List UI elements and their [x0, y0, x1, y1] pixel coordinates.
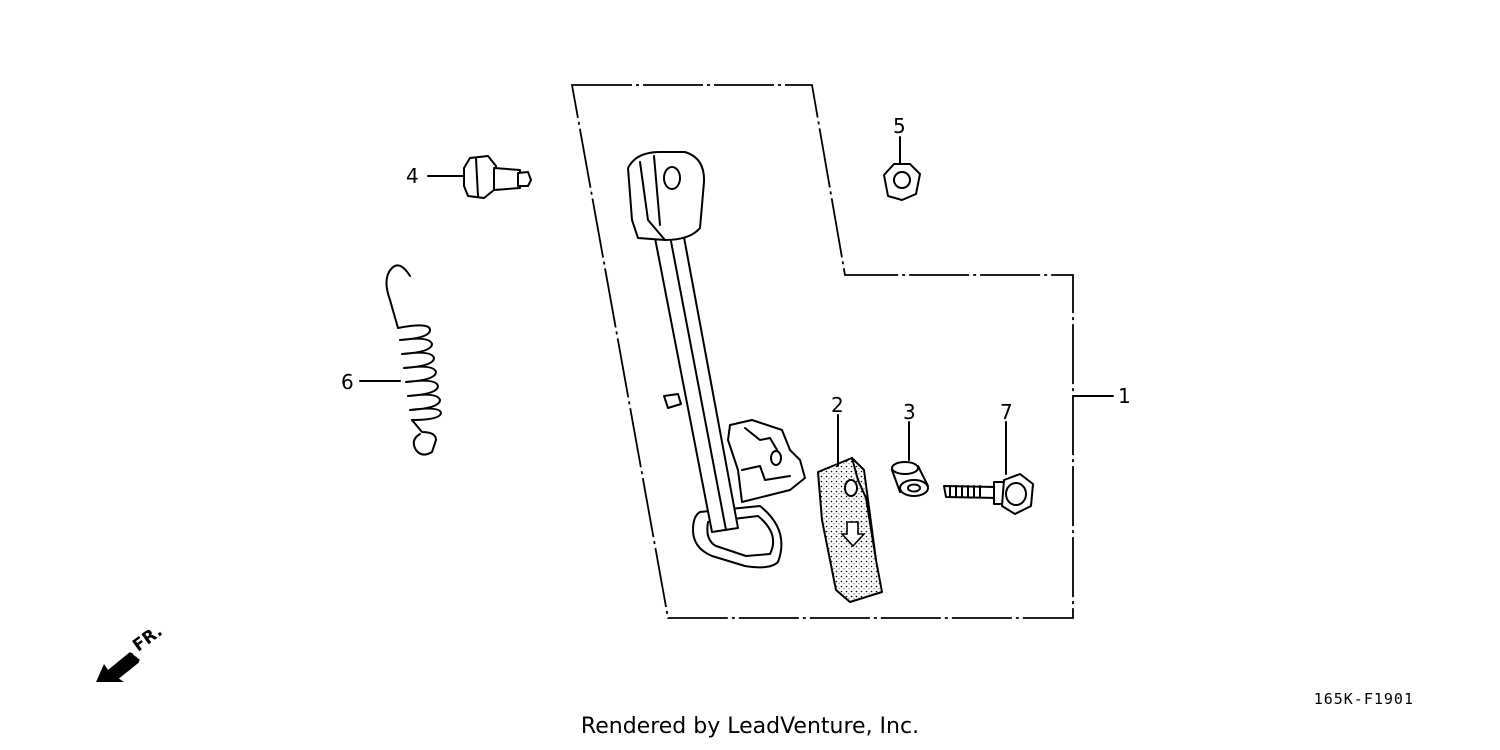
- bolt: [943, 473, 1034, 515]
- pivot-bolt: [463, 155, 532, 199]
- front-direction-arrow-icon: [96, 652, 140, 682]
- rubber-pad: [817, 457, 883, 603]
- callout-3: 3: [903, 400, 916, 424]
- nut: [883, 163, 921, 201]
- collar: [891, 461, 929, 497]
- callout-5: 5: [893, 114, 906, 138]
- callout-2: 2: [831, 393, 844, 417]
- diagram-code: 165K-F1901: [1313, 690, 1414, 708]
- callout-1: 1: [1118, 384, 1131, 408]
- callout-6: 6: [341, 370, 354, 394]
- spring: [385, 264, 442, 456]
- callout-7: 7: [1000, 400, 1013, 424]
- side-stand: [627, 151, 806, 569]
- assembly-boundary: [570, 84, 1074, 619]
- callout-4: 4: [406, 164, 419, 188]
- render-credit: Rendered by LeadVenture, Inc.: [580, 714, 920, 739]
- leader-lines: [359, 136, 1114, 475]
- front-label: FR.: [129, 621, 166, 656]
